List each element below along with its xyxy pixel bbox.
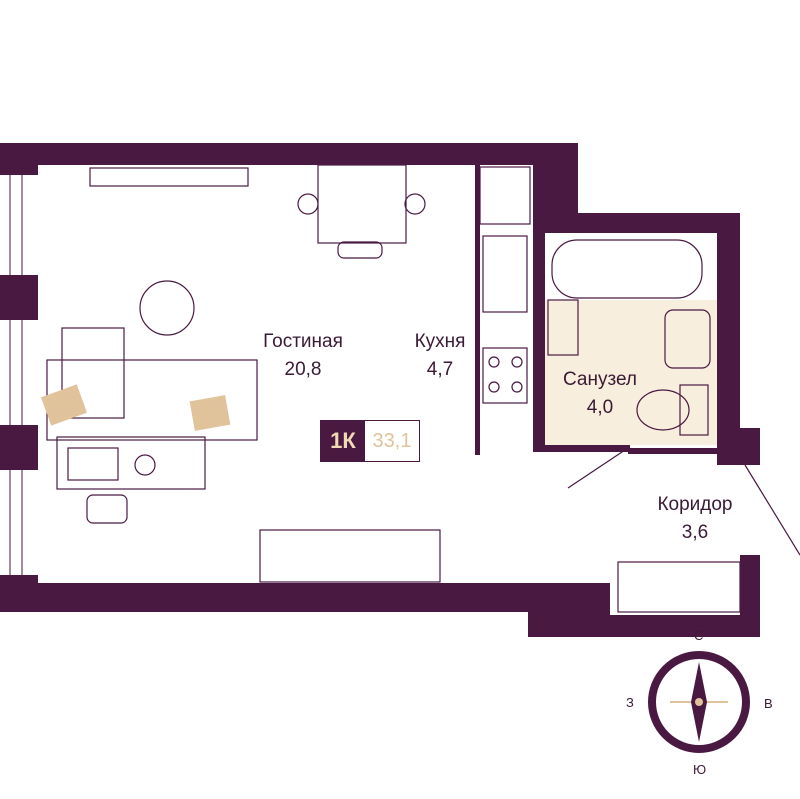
room-area: 20,8 xyxy=(284,359,322,380)
apartment-type: 1К xyxy=(321,421,365,461)
apartment-area: 33,1 xyxy=(365,421,419,461)
room-corridor: Коридор 3,6 xyxy=(625,491,765,547)
windows xyxy=(9,175,23,575)
apartment-badge: 1К 33,1 xyxy=(320,420,420,462)
dining-table xyxy=(317,164,407,244)
pillows xyxy=(41,384,231,431)
room-name: Коридор xyxy=(657,494,733,515)
compass-north: С xyxy=(694,628,704,643)
desk-chair xyxy=(86,494,128,524)
room-name: Гостиная xyxy=(263,331,343,352)
room-living: Гостиная 20,8 xyxy=(233,328,373,384)
bathtub xyxy=(551,239,703,299)
walls xyxy=(0,143,760,637)
sink xyxy=(482,235,528,313)
room-kitchen: Кухня 4,7 xyxy=(370,328,510,384)
washer xyxy=(547,299,579,356)
compass-west: З xyxy=(626,695,634,710)
compass-east: В xyxy=(764,696,773,711)
room-bathroom: Санузел 4,0 xyxy=(530,366,670,422)
washbasin xyxy=(664,309,711,369)
desk xyxy=(56,436,206,490)
room-area: 3,6 xyxy=(681,522,709,543)
room-name: Санузел xyxy=(562,369,637,390)
stove xyxy=(482,347,528,404)
tv-stand xyxy=(89,167,249,187)
doors xyxy=(567,447,800,556)
room-area: 4,0 xyxy=(586,397,614,418)
compass-icon xyxy=(648,651,750,753)
room-name: Кухня xyxy=(414,331,466,352)
hall-wardrobe xyxy=(617,561,741,613)
compass-south: Ю xyxy=(693,762,707,777)
room-area: 4,7 xyxy=(426,359,454,380)
furniture xyxy=(46,164,741,613)
toilet xyxy=(636,389,690,431)
bathroom-floor xyxy=(545,300,717,445)
wardrobe xyxy=(259,529,441,583)
sofa-side xyxy=(61,327,125,419)
fridge xyxy=(479,166,531,225)
coffee-table xyxy=(139,280,195,336)
